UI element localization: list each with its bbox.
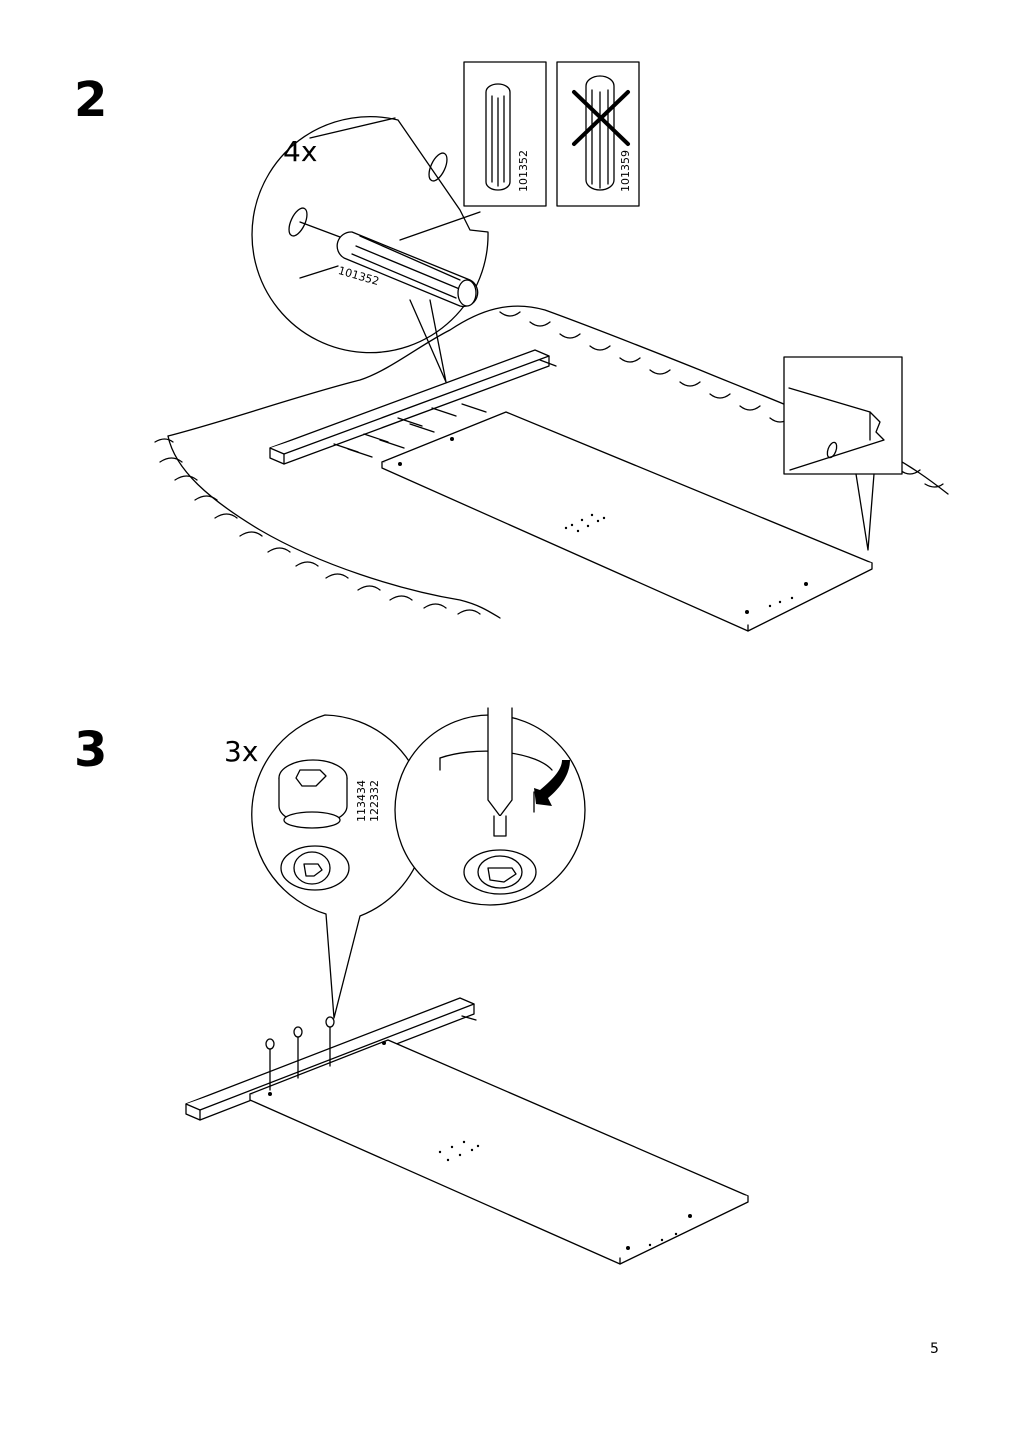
rail-dowels [333, 359, 557, 458]
panel-step3 [249, 1039, 749, 1265]
screwdriver-icon [487, 707, 513, 837]
dowel-large [336, 231, 479, 308]
panel-holes-step3 [268, 1041, 692, 1250]
edge-detail-pointer [855, 473, 875, 551]
rail-step2 [269, 349, 550, 465]
cloth-lower-edge [167, 435, 501, 619]
cam-lock-part-code-1: 113434 [355, 780, 368, 822]
wrong-part-code: 101359 [619, 150, 632, 192]
dowel-quantity: 4x [283, 135, 318, 168]
cam-hole-icon [280, 845, 350, 891]
edge-detail-box [783, 356, 903, 475]
wrong-cross-icon [572, 90, 630, 146]
detail-circle-pointer [409, 299, 447, 383]
cam-locks-small [265, 1016, 335, 1091]
dowel-correct-icon [485, 83, 511, 191]
rotate-arrow-icon [534, 760, 570, 806]
cam-lock-part-code-2: 122332 [368, 780, 381, 822]
cloth-wrinkles [154, 311, 944, 615]
cam-lock-quantity: 3x [224, 735, 259, 768]
correct-part-code: 101352 [517, 150, 530, 192]
dowel-wrong-icon [585, 75, 615, 191]
panel-step2 [381, 411, 873, 632]
step-number-3: 3 [74, 722, 108, 778]
page-number: 5 [930, 1341, 939, 1357]
step-number-2: 2 [74, 72, 108, 128]
cam-lock-icon [278, 759, 348, 829]
cam-lock-turned-icon [463, 849, 537, 895]
panel-holes-step2 [398, 437, 808, 614]
